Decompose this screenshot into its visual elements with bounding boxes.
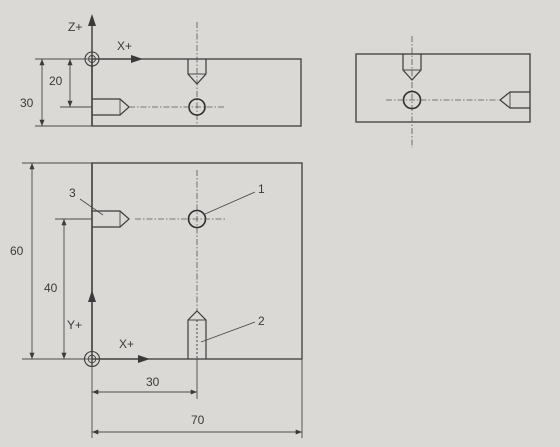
top-view: Y+ X+ (10, 162, 303, 438)
dimension-60-label: 60 (10, 244, 24, 258)
dimension-20: 20 (49, 59, 92, 108)
origin-symbol-bottom (83, 350, 101, 368)
dimension-40: 40 (44, 218, 92, 359)
side-hole-circle (386, 90, 498, 110)
side-drilled-hole-right (499, 91, 530, 109)
x-axis-arrowhead-bottom (138, 355, 150, 363)
x-plus-label-top: X+ (117, 39, 132, 53)
dimension-70-label: 70 (191, 413, 205, 427)
x-axis-arrowhead-top (131, 55, 143, 63)
dimension-30-height-label: 30 (20, 96, 34, 110)
side-view (355, 36, 531, 148)
front-hole-circle (172, 98, 226, 116)
x-plus-label-bottom: X+ (119, 337, 134, 351)
dimension-30-height: 30 (20, 58, 92, 127)
hole-1-circle (135, 209, 226, 229)
top-drilled-hole-front (187, 22, 207, 125)
dimension-30-width: 30 (92, 359, 198, 399)
callout-3: 3 (69, 186, 104, 216)
hole-2-drill (187, 310, 207, 359)
dimension-70: 70 (91, 359, 303, 438)
top-drilled-hole-side (402, 36, 422, 148)
callout-1: 1 (204, 182, 265, 215)
side-drilled-hole-front (92, 98, 172, 116)
hole-3-drill (92, 210, 130, 228)
callout-2: 2 (200, 314, 265, 343)
front-view: Z+ X+ 20 (20, 14, 302, 127)
callout-2-label: 2 (258, 314, 265, 328)
dimension-60: 60 (10, 162, 92, 360)
callout-3-label: 3 (69, 186, 76, 200)
y-plus-label: Y+ (67, 318, 82, 332)
dimension-30-width-label: 30 (146, 375, 160, 389)
dimension-40-label: 40 (44, 281, 58, 295)
side-view-outline (355, 53, 531, 123)
y-axis-arrowhead (88, 290, 96, 302)
z-plus-label: Z+ (68, 20, 82, 34)
front-view-outline (91, 58, 302, 127)
z-axis-arrowhead (88, 14, 96, 26)
dimension-20-label: 20 (49, 74, 63, 88)
callout-1-label: 1 (258, 182, 265, 196)
